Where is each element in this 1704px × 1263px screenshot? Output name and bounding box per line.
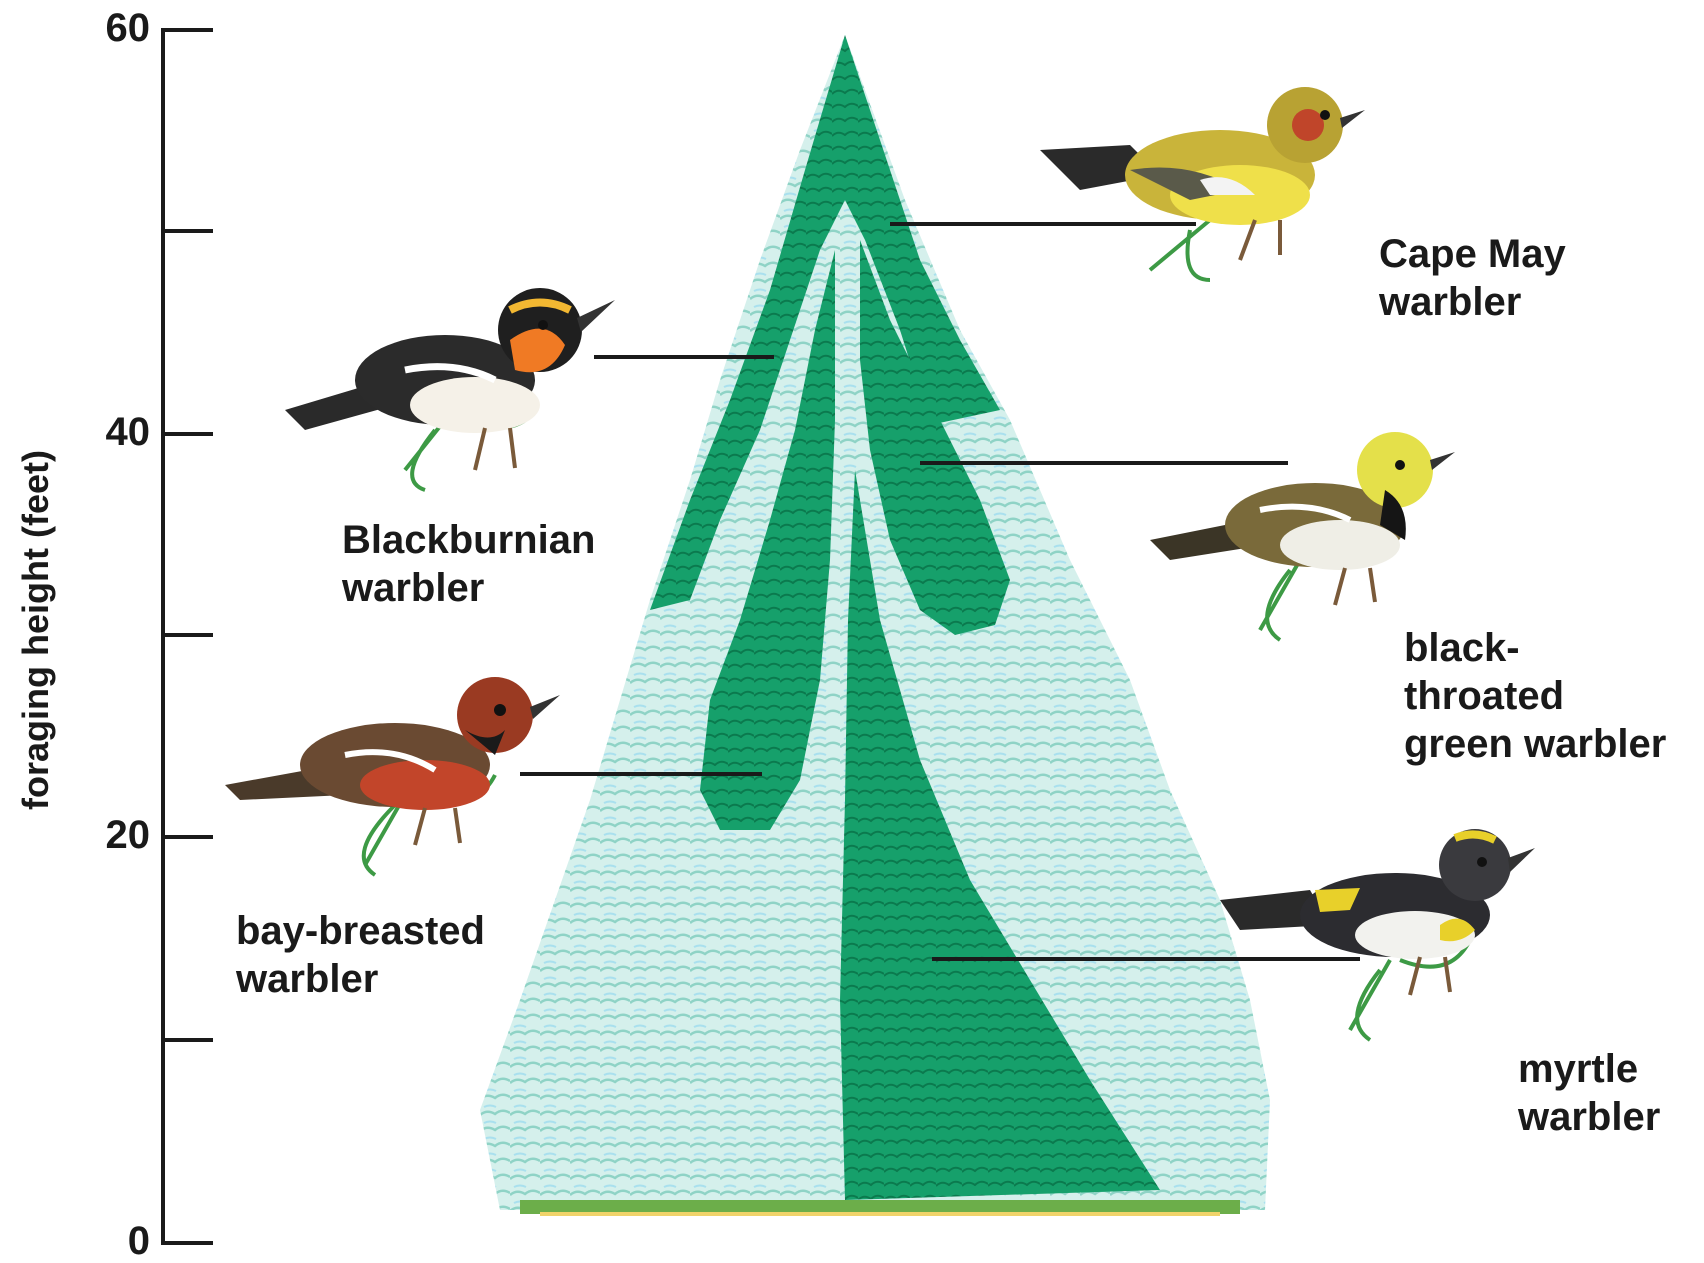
label-line: green warbler bbox=[1404, 720, 1666, 768]
label-line: black- bbox=[1404, 624, 1666, 672]
blackburnian-warbler-bird bbox=[285, 288, 615, 490]
label-line: bay-breasted bbox=[236, 907, 485, 955]
label-bay-breasted-warbler: bay-breasted warbler bbox=[236, 907, 485, 1003]
tick-label-60: 60 bbox=[70, 8, 150, 48]
label-myrtle-warbler: myrtle warbler bbox=[1518, 1045, 1660, 1141]
label-line: myrtle bbox=[1518, 1045, 1660, 1093]
label-line: warbler bbox=[1379, 278, 1566, 326]
y-axis bbox=[163, 28, 213, 1245]
label-line: throated bbox=[1404, 672, 1666, 720]
tick-label-0: 0 bbox=[70, 1221, 150, 1261]
label-line: warbler bbox=[1518, 1093, 1660, 1141]
label-cape-may-warbler: Cape May warbler bbox=[1379, 230, 1566, 326]
y-axis-title: foraging height (feet) bbox=[15, 450, 57, 810]
bay-breasted-warbler-bird bbox=[225, 677, 560, 875]
cape-may-warbler-bird bbox=[1040, 87, 1365, 280]
label-line: warbler bbox=[236, 955, 485, 1003]
myrtle-warbler-bird bbox=[1220, 829, 1535, 1040]
label-blackburnian-warbler: Blackburnian warbler bbox=[342, 516, 595, 612]
tick-label-40: 40 bbox=[70, 412, 150, 452]
label-line: Cape May bbox=[1379, 230, 1566, 278]
label-line: Blackburnian bbox=[342, 516, 595, 564]
label-black-throated-green-warbler: black- throated green warbler bbox=[1404, 624, 1666, 768]
tick-label-20: 20 bbox=[70, 815, 150, 855]
label-line: warbler bbox=[342, 564, 595, 612]
ground-strip bbox=[520, 1200, 1240, 1214]
spruce-tree bbox=[480, 35, 1270, 1216]
